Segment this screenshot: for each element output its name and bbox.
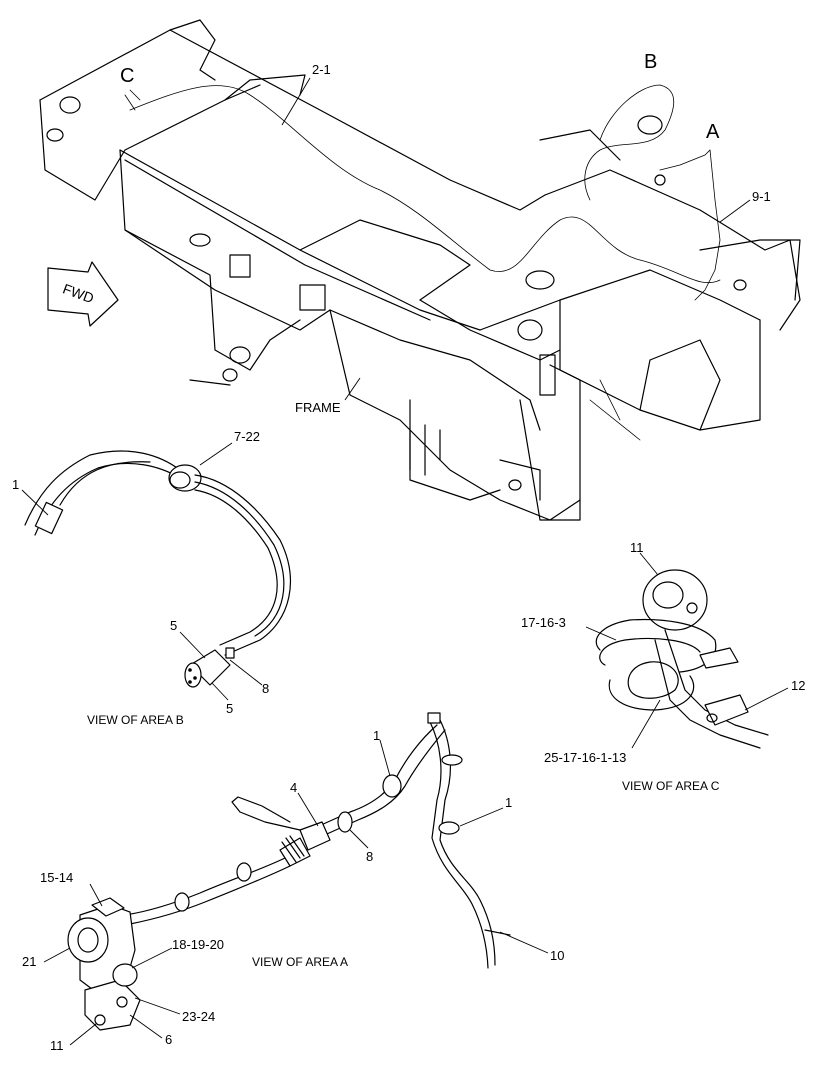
view-label-area-c: VIEW OF AREA C — [622, 779, 720, 793]
leader-a-23-24 — [134, 997, 181, 1015]
leader-a-10 — [499, 931, 549, 954]
callout-b-7-22: 7-22 — [234, 429, 260, 444]
callout-9-1: 9-1 — [752, 189, 771, 204]
callout-a-23-24: 23-24 — [182, 1009, 215, 1024]
callout-a-21: 21 — [22, 954, 36, 969]
callout-a-6: 6 — [165, 1032, 172, 1047]
leader-c-12 — [744, 687, 789, 711]
view-area-b-drawing — [24, 450, 291, 688]
callout-c-17-16-3: 17-16-3 — [521, 615, 566, 630]
leader-c-25-17-16-1-13 — [631, 699, 661, 749]
callout-c-11: 11 — [630, 540, 644, 555]
leader-b-8 — [229, 659, 263, 686]
leader-a-21 — [43, 947, 71, 963]
leader-a-15-14 — [89, 883, 103, 907]
leader-b-5-top — [179, 631, 206, 659]
view-label-area-a: VIEW OF AREA A — [252, 955, 348, 969]
leader-b-1 — [21, 489, 49, 516]
callout-a-10: 10 — [550, 948, 564, 963]
leader-c-17-16-3 — [585, 626, 617, 641]
area-letter-b: B — [644, 51, 657, 73]
leader-a-18-19-20 — [131, 947, 173, 969]
leader-9-1 — [719, 199, 751, 223]
callout-b-5-bottom: 5 — [226, 701, 233, 716]
callout-b-8: 8 — [262, 681, 269, 696]
callout-a-8: 8 — [366, 849, 373, 864]
leader-c-11 — [639, 552, 659, 576]
area-letter-a: A — [706, 121, 720, 143]
callout-a-1-top: 1 — [373, 728, 380, 743]
leader-a-6 — [129, 1014, 163, 1039]
leader-a-4 — [297, 792, 319, 827]
leader-frame — [344, 377, 361, 401]
leader-2-1 — [281, 77, 311, 126]
callout-a-15-14: 15-14 — [40, 870, 73, 885]
leader-a-11 — [69, 1023, 97, 1046]
callout-a-1-right: 1 — [505, 795, 512, 810]
leader-b-5-bottom — [211, 682, 229, 701]
callout-2-1: 2-1 — [312, 62, 331, 77]
frame-label: FRAME — [295, 400, 341, 415]
callout-c-25-17-16-1-13: 25-17-16-1-13 — [544, 750, 626, 765]
callout-b-5-top: 5 — [170, 618, 177, 633]
callout-a-18-19-20: 18-19-20 — [172, 937, 224, 952]
callout-a-11: 11 — [50, 1038, 64, 1053]
leader-b-7-22 — [199, 442, 233, 466]
view-area-a-drawing — [67, 712, 511, 1031]
frame-assembly — [39, 19, 801, 521]
callout-c-12: 12 — [791, 678, 805, 693]
leader-a-1-right — [459, 807, 504, 827]
leader-a-8 — [349, 829, 369, 849]
view-area-c-drawing — [595, 569, 769, 749]
view-label-area-b: VIEW OF AREA B — [87, 713, 184, 727]
area-letter-c: C — [120, 65, 134, 87]
callout-b-1: 1 — [12, 477, 19, 492]
forward-arrow-icon: FWD — [47, 261, 119, 327]
leader-a-1-top — [379, 739, 391, 777]
callout-a-4: 4 — [290, 780, 297, 795]
